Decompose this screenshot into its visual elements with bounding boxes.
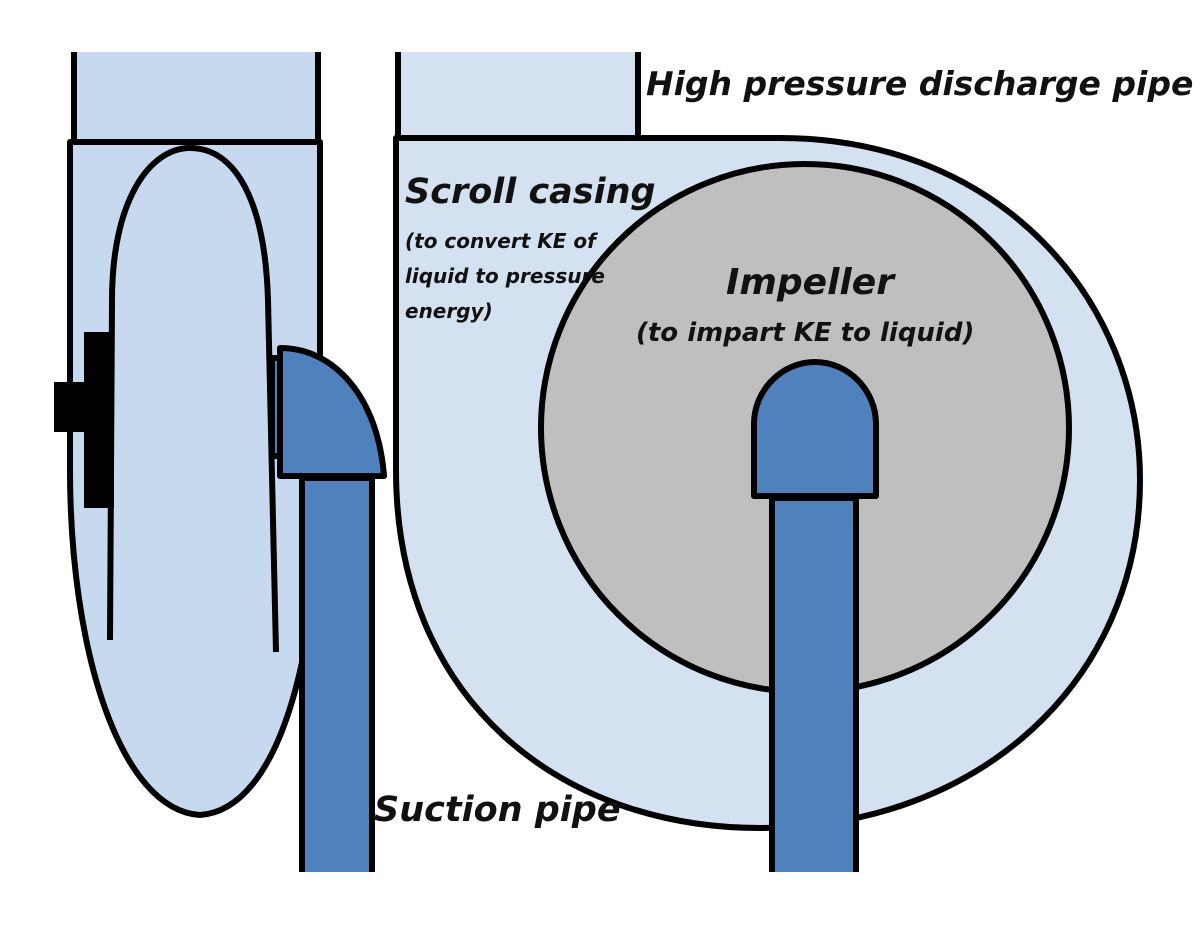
suction-pipe-front [769,495,859,881]
side-impeller-outline [107,145,279,653]
side-discharge-pipe [74,52,318,144]
suction-elbow [277,345,387,479]
label-suction-pipe: Suction pipe [374,790,621,830]
impeller-eye [751,359,879,499]
front-discharge-pipe [398,52,638,140]
suction-pipe-left [299,475,375,881]
label-impeller-note: (to impart KE to liquid) [636,318,975,348]
label-scroll-casing-note: (to convert KE of liquid to pressure ene… [405,229,605,323]
label-discharge-pipe: High pressure discharge pipe [646,64,1194,103]
shaft-end [54,382,98,432]
label-impeller: Impeller [726,262,894,303]
label-scroll-casing: Scroll casing [405,172,656,212]
